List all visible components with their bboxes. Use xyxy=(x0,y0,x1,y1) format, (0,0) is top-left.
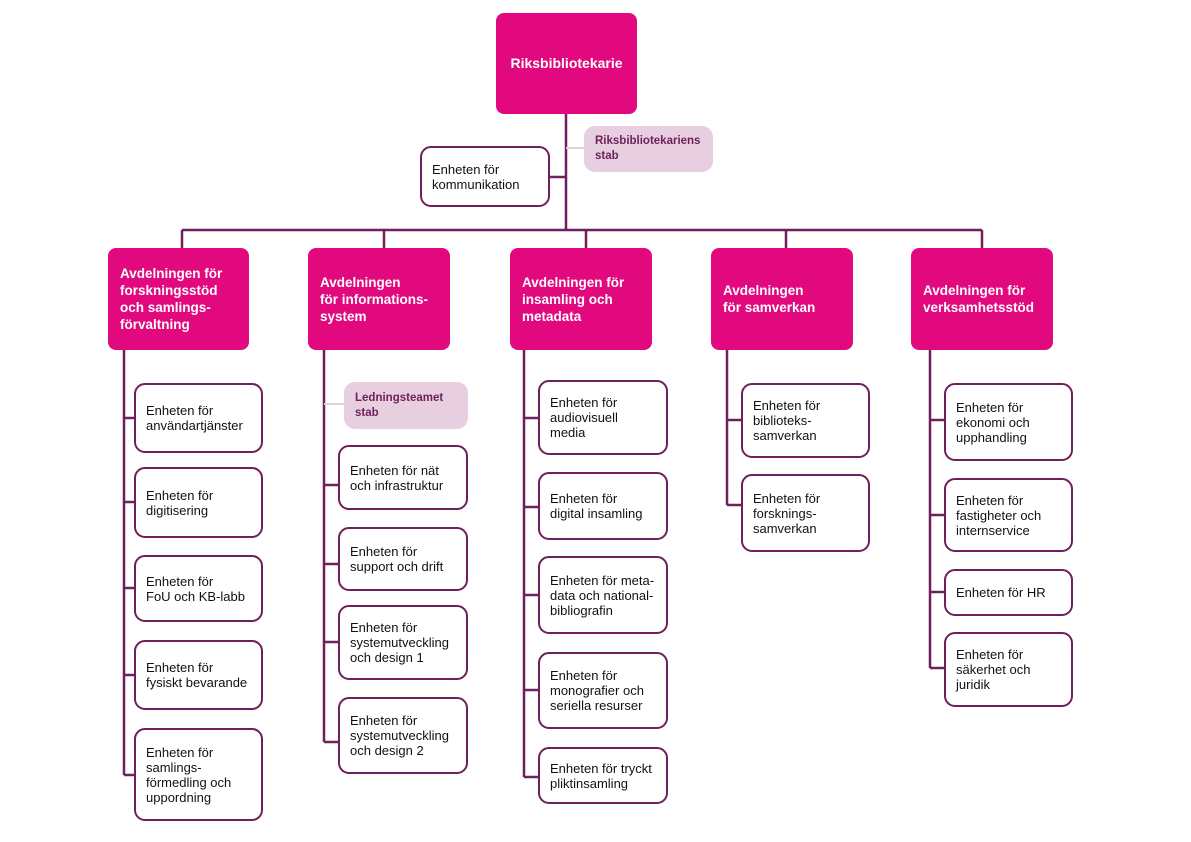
unit-box: Enheten för HR xyxy=(944,569,1073,616)
department-box: Avdelningen för verksamhetsstöd xyxy=(911,248,1053,350)
unit-box: Enheten för säkerhet och juridik xyxy=(944,632,1073,707)
unit-box: Enheten för biblioteks- samverkan xyxy=(741,383,870,458)
unit-box: Enheten för forsknings- samverkan xyxy=(741,474,870,552)
unit-box: Enheten för FoU och KB-labb xyxy=(134,555,263,622)
unit-box: Enheten för systemutveckling och design … xyxy=(338,605,468,680)
unit-box: Enheten för tryckt pliktinsamling xyxy=(538,747,668,804)
unit-box: Enheten för systemutveckling och design … xyxy=(338,697,468,774)
department-box: Avdelningen för informations- system xyxy=(308,248,450,350)
unit-box: Enheten för support och drift xyxy=(338,527,468,591)
unit-box: Enheten för fysiskt bevarande xyxy=(134,640,263,710)
unit-box: Enheten för ekonomi och upphandling xyxy=(944,383,1073,461)
unit-box: Enheten för audiovisuell media xyxy=(538,380,668,455)
unit-box: Enheten för digital insamling xyxy=(538,472,668,540)
department-box: Avdelningen för insamling och metadata xyxy=(510,248,652,350)
unit-box: Enheten för nät och infrastruktur xyxy=(338,445,468,510)
department-box: Avdelningen för samverkan xyxy=(711,248,853,350)
unit-box: Enheten för fastigheter och internservic… xyxy=(944,478,1073,552)
unit-box: Enheten för samlings- förmedling och upp… xyxy=(134,728,263,821)
unit-box: Enheten för digitisering xyxy=(134,467,263,538)
unit-box: Enheten för meta- data och national- bib… xyxy=(538,556,668,634)
riksbibliotekarie-box: Riksbibliotekarie xyxy=(496,13,637,114)
communication-unit-box: Enheten för kommunikation xyxy=(420,146,550,207)
staff-box: Ledningsteamet stab xyxy=(344,382,468,429)
unit-box: Enheten för användartjänster xyxy=(134,383,263,453)
department-box: Avdelningen för forskningsstöd och samli… xyxy=(108,248,249,350)
top-staff-box: Riksbibliotekariens stab xyxy=(584,126,713,172)
unit-box: Enheten för monografier och seriella res… xyxy=(538,652,668,729)
